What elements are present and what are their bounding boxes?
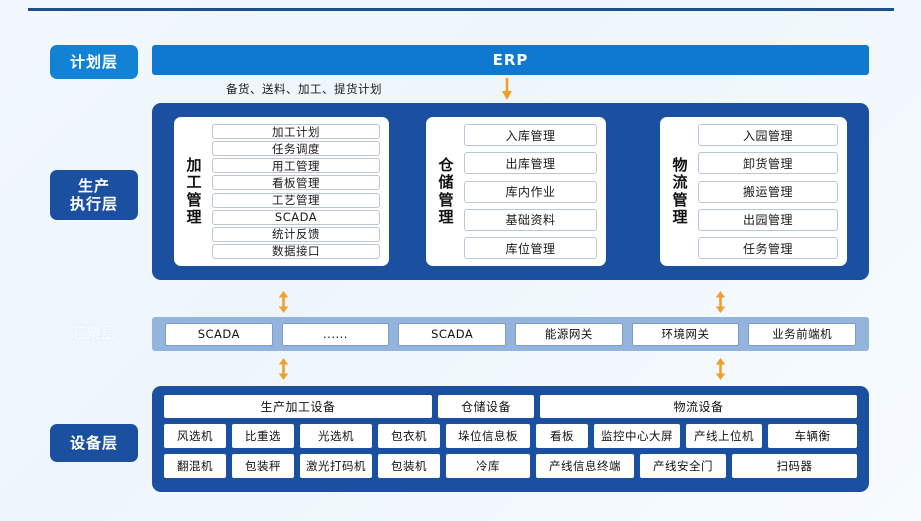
layer-tag-execution-line1: 生产 — [77, 176, 110, 195]
equipment-box[interactable]: 产线安全门 — [640, 454, 726, 478]
item-pill[interactable]: 搬运管理 — [698, 180, 838, 203]
equipment-box[interactable]: 监控中心大屏 — [594, 424, 680, 448]
card-logistics-title: 物流管理 — [672, 156, 688, 226]
equipment-layer-panel: 生产加工设备 仓储设备 物流设备 风选机 比重选 光选机 包衣机 垛位信息板 看… — [152, 386, 869, 492]
item-pill[interactable]: 出园管理 — [698, 208, 838, 231]
up-down-arrow-icon — [278, 358, 289, 380]
item-pill[interactable]: SCADA — [212, 209, 380, 225]
layer-tag-plan: 计划层 — [50, 45, 138, 79]
equipment-box[interactable]: 包衣机 — [378, 424, 440, 448]
equipment-header-production: 生产加工设备 — [164, 395, 432, 418]
item-pill[interactable]: 库位管理 — [464, 237, 597, 259]
agg-pill[interactable]: ...... — [281, 322, 390, 346]
layer-tag-aggregation-label: 汇聚层 — [69, 323, 118, 342]
item-pill[interactable]: 入园管理 — [698, 124, 838, 146]
agg-pill[interactable]: SCADA — [165, 322, 273, 346]
agg-pill[interactable]: 环境网关 — [631, 322, 740, 346]
item-pill[interactable]: 入库管理 — [464, 124, 597, 146]
aggregation-layer-band: SCADA ...... SCADA 能源网关 环境网关 业务前端机 — [152, 317, 869, 351]
card-warehouse-items: 入库管理 出库管理 库内作业 基础资料 库位管理 — [464, 124, 597, 259]
agg-pill[interactable]: SCADA — [398, 322, 507, 346]
equipment-box[interactable]: 扫码器 — [732, 454, 857, 478]
card-warehouse-management: 仓储管理 入库管理 出库管理 库内作业 基础资料 库位管理 — [426, 117, 606, 266]
card-logistics-items: 入园管理 卸货管理 搬运管理 出园管理 任务管理 — [698, 124, 838, 259]
item-pill[interactable]: 库内作业 — [464, 180, 597, 203]
agg-pill[interactable]: 业务前端机 — [748, 322, 857, 346]
plan-note-label: 备货、送料、加工、提货计划 — [226, 82, 382, 96]
equipment-box[interactable]: 产线上位机 — [686, 424, 762, 448]
equipment-box[interactable]: 看板 — [536, 424, 588, 448]
item-pill[interactable]: 出库管理 — [464, 152, 597, 175]
layer-tag-aggregation: 汇聚层 — [50, 316, 138, 350]
equipment-box[interactable]: 产线信息终端 — [536, 454, 634, 478]
up-down-arrow-icon — [278, 291, 289, 313]
equipment-box[interactable]: 风选机 — [164, 424, 226, 448]
layer-tag-equipment: 设备层 — [50, 424, 138, 462]
layer-tag-plan-label: 计划层 — [69, 52, 118, 71]
equipment-box[interactable]: 翻混机 — [164, 454, 226, 478]
item-pill[interactable]: 看板管理 — [212, 175, 380, 191]
equipment-box[interactable]: 车辆衡 — [768, 424, 857, 448]
equipment-box[interactable]: 包装秤 — [232, 454, 294, 478]
equipment-row-1: 风选机 比重选 光选机 包衣机 垛位信息板 看板 监控中心大屏 产线上位机 车辆… — [164, 424, 857, 448]
item-pill[interactable]: 工艺管理 — [212, 192, 380, 208]
erp-label: ERP — [492, 51, 529, 69]
execution-layer-panel: 加工管理 加工计划 任务调度 用工管理 看板管理 工艺管理 SCADA 统计反馈… — [152, 103, 869, 280]
card-processing-items: 加工计划 任务调度 用工管理 看板管理 工艺管理 SCADA 统计反馈 数据接口 — [212, 124, 380, 259]
card-processing-management: 加工管理 加工计划 任务调度 用工管理 看板管理 工艺管理 SCADA 统计反馈… — [174, 117, 389, 266]
equipment-header-warehouse: 仓储设备 — [438, 395, 534, 418]
equipment-box[interactable]: 比重选 — [232, 424, 294, 448]
layer-tag-execution-label: 生产 执行层 — [70, 177, 118, 214]
equipment-header-row: 生产加工设备 仓储设备 物流设备 — [164, 395, 857, 418]
item-pill[interactable]: 任务管理 — [698, 237, 838, 259]
item-pill[interactable]: 数据接口 — [212, 243, 380, 259]
equipment-header-logistics: 物流设备 — [540, 395, 857, 418]
item-pill[interactable]: 加工计划 — [212, 124, 380, 139]
equipment-box[interactable]: 激光打码机 — [300, 454, 372, 478]
item-pill[interactable]: 基础资料 — [464, 208, 597, 231]
top-divider — [28, 8, 894, 11]
up-down-arrow-icon — [715, 291, 726, 313]
card-logistics-management: 物流管理 入园管理 卸货管理 搬运管理 出园管理 任务管理 — [660, 117, 847, 266]
equipment-box[interactable]: 包装机 — [378, 454, 440, 478]
down-arrow-icon — [502, 78, 512, 100]
equipment-box[interactable]: 冷库 — [446, 454, 530, 478]
erp-bar[interactable]: ERP — [152, 45, 869, 75]
card-processing-title: 加工管理 — [186, 156, 202, 226]
item-pill[interactable]: 卸货管理 — [698, 152, 838, 175]
equipment-box[interactable]: 垛位信息板 — [446, 424, 530, 448]
item-pill[interactable]: 统计反馈 — [212, 226, 380, 242]
equipment-row-2: 翻混机 包装秤 激光打码机 包装机 冷库 产线信息终端 产线安全门 扫码器 — [164, 454, 857, 478]
agg-pill[interactable]: 能源网关 — [515, 322, 623, 346]
layer-tag-execution: 生产 执行层 — [50, 170, 138, 220]
up-down-arrow-icon — [715, 358, 726, 380]
item-pill[interactable]: 用工管理 — [212, 158, 380, 174]
item-pill[interactable]: 任务调度 — [212, 141, 380, 157]
layer-tag-execution-line2: 执行层 — [69, 195, 118, 213]
layer-tag-equipment-label: 设备层 — [69, 433, 118, 452]
card-warehouse-title: 仓储管理 — [438, 156, 454, 226]
equipment-box[interactable]: 光选机 — [300, 424, 372, 448]
